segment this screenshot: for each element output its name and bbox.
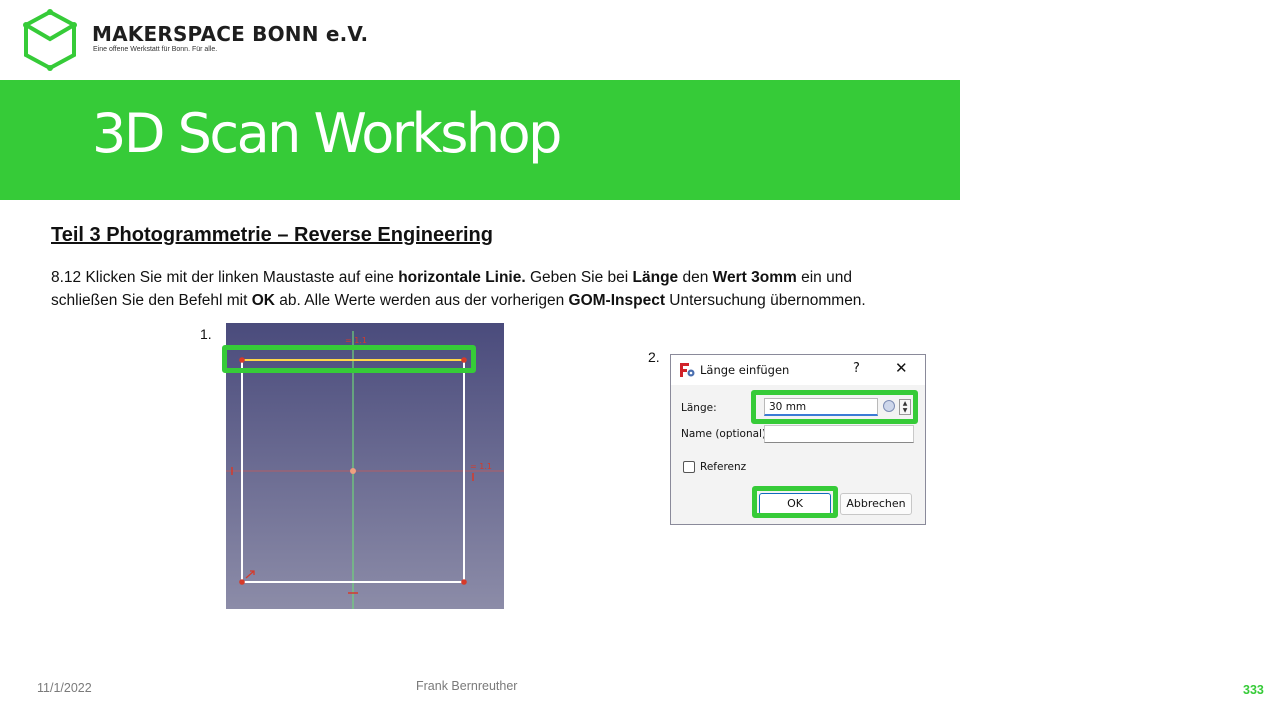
- help-button[interactable]: ?: [853, 361, 860, 376]
- svg-text:= 1.1: = 1.1: [470, 462, 492, 471]
- slide-title: 3D Scan Workshop: [92, 102, 562, 165]
- expression-icon[interactable]: [883, 400, 895, 412]
- svg-text:= 1.1: = 1.1: [345, 336, 367, 345]
- name-input[interactable]: [764, 425, 914, 443]
- instruction-text: ab. Alle Werte werden aus der vorherigen: [275, 292, 569, 309]
- length-input[interactable]: [764, 398, 878, 416]
- footer-date: 11/1/2022: [37, 681, 92, 695]
- instruction-text: den: [678, 269, 713, 286]
- length-dialog: Länge einfügen ? ✕ Länge: ▲ ▼ Name (opti…: [670, 354, 926, 525]
- length-label: Länge:: [681, 402, 717, 414]
- makerspace-logo-icon: [23, 9, 77, 71]
- length-spinner[interactable]: ▲ ▼: [899, 399, 911, 415]
- instruction-text: Untersuchung übernommen.: [664, 292, 866, 309]
- instruction-emphasis: GOM-Inspect: [568, 292, 665, 309]
- instruction-line-2: schließen Sie den Befehl mit OK ab. Alle…: [51, 292, 866, 310]
- step-1-label: 1.: [200, 326, 212, 342]
- freecad-icon: [680, 363, 695, 377]
- step-2-label: 2.: [648, 349, 660, 365]
- brand-tagline: Eine offene Werkstatt für Bonn. Für alle…: [93, 46, 218, 53]
- length-input-field[interactable]: [765, 399, 877, 414]
- reference-label: Referenz: [700, 461, 747, 473]
- name-label: Name (optional): [681, 428, 767, 440]
- spin-down-icon[interactable]: ▼: [902, 407, 908, 414]
- instruction-text: 8.12 Klicken Sie mit der linken Maustast…: [51, 269, 399, 286]
- instruction-line-1: 8.12 Klicken Sie mit der linken Maustast…: [51, 269, 852, 287]
- section-heading: Teil 3 Photogrammetrie – Reverse Enginee…: [51, 224, 493, 246]
- instruction-text: ein und: [796, 269, 852, 286]
- highlight-horizontal-line: [222, 345, 476, 373]
- spin-up-icon[interactable]: ▲: [902, 400, 908, 407]
- instruction-text: schließen Sie den Befehl mit: [51, 292, 252, 309]
- dialog-title: Länge einfügen: [700, 363, 790, 377]
- instruction-emphasis: horizontale Linie.: [398, 269, 526, 286]
- highlight-length-field: [751, 390, 918, 424]
- instruction-emphasis: Länge: [632, 269, 679, 286]
- reference-checkbox[interactable]: [683, 461, 695, 473]
- title-banner: [0, 80, 960, 200]
- page-number: 333: [1243, 683, 1264, 697]
- footer-author: Frank Bernreuther: [416, 679, 518, 693]
- brand-name: MAKERSPACE BONN e.V.: [92, 22, 369, 46]
- instruction-emphasis: Wert 3omm: [712, 269, 797, 286]
- close-button[interactable]: ✕: [895, 359, 908, 377]
- dialog-titlebar: Länge einfügen ? ✕: [671, 355, 925, 385]
- cancel-button[interactable]: Abbrechen: [840, 493, 912, 515]
- highlight-ok-button: [752, 486, 838, 518]
- instruction-text: Geben Sie bei: [525, 269, 633, 286]
- instruction-emphasis: OK: [251, 292, 275, 309]
